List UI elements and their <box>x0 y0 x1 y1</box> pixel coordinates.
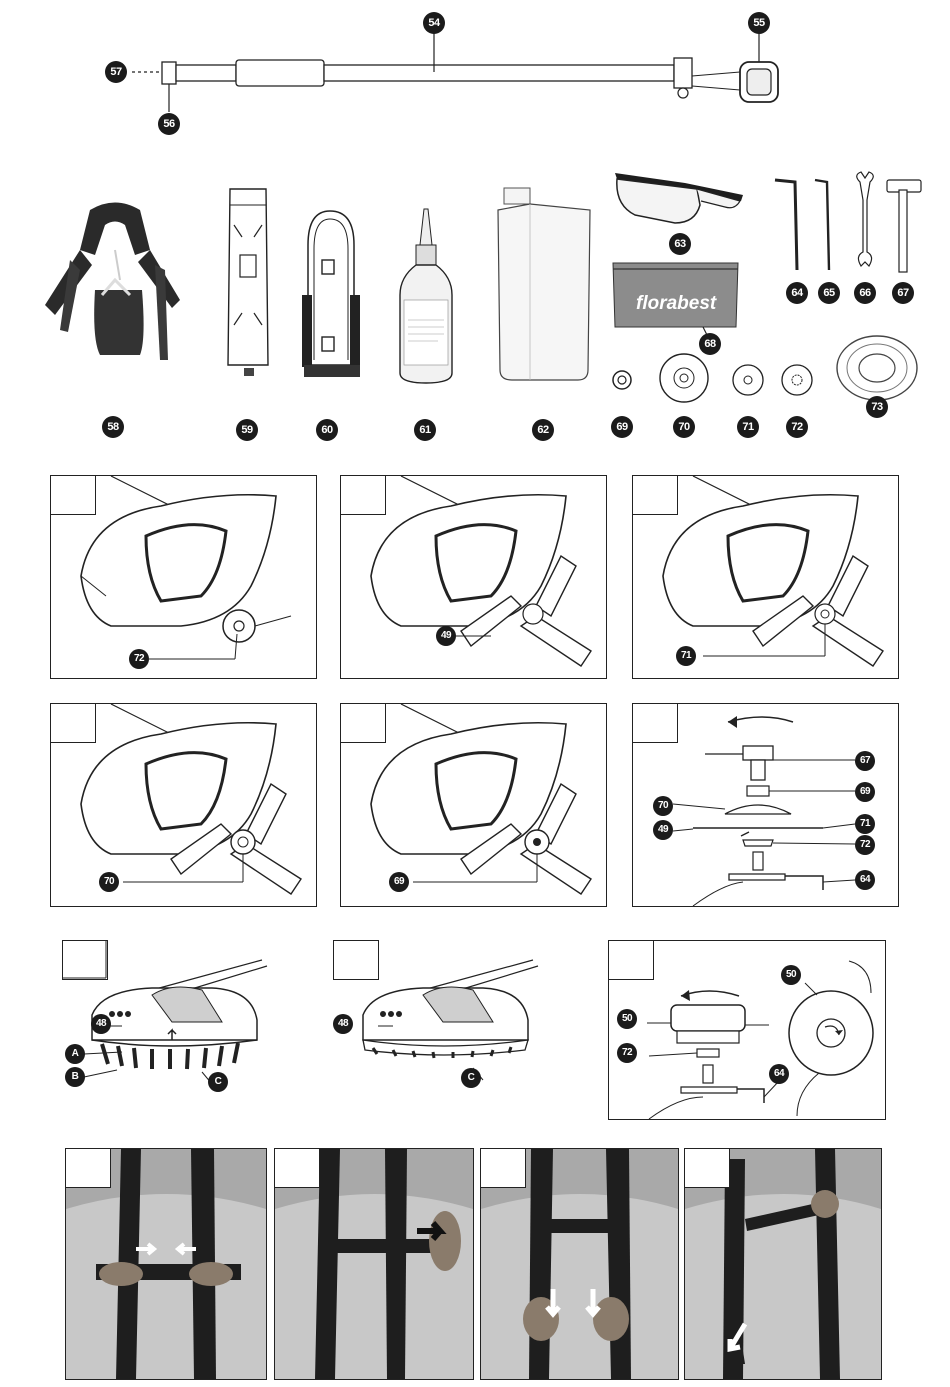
safety-glasses-item: 63 <box>605 165 750 255</box>
marker-54: 54 <box>423 12 445 34</box>
marker-50: 50 <box>617 1009 637 1029</box>
harness-photo-1 <box>65 1148 267 1380</box>
marker-70: 70 <box>99 872 119 892</box>
marker-48: 48 <box>333 1014 353 1034</box>
panel-corner <box>685 1149 730 1188</box>
fuel-container-drawing <box>490 180 600 450</box>
guard-extension-drawing <box>222 185 282 450</box>
shaft-assembly: 54 55 57 56 <box>100 10 800 140</box>
marker-57: 57 <box>105 61 127 83</box>
panel-spool-48-abc: 48 A B C <box>62 940 332 1100</box>
harness-item: 58 <box>30 190 200 450</box>
oil-bottle-item: florabest 61 <box>392 205 462 450</box>
guard-drawing-71 <box>633 476 898 678</box>
harness-photo-4 <box>684 1148 882 1380</box>
panel-spool-50: 50 50 72 64 <box>608 940 886 1120</box>
marker-69: 69 <box>855 782 875 802</box>
panel-corner <box>481 1149 526 1188</box>
blade-cover-item: 60 <box>298 205 368 450</box>
marker-61: 61 <box>414 419 436 441</box>
marker-69: 69 <box>389 872 409 892</box>
panel-guard-69: 69 <box>340 703 607 907</box>
marker-60: 60 <box>316 419 338 441</box>
marker-59: 59 <box>236 419 258 441</box>
marker-71: 71 <box>676 646 696 666</box>
marker-67: 67 <box>892 282 914 304</box>
marker-64: 64 <box>855 870 875 890</box>
spool-assembly-drawing <box>609 941 885 1119</box>
tools-group: 64 65 66 67 <box>765 170 925 310</box>
marker-64: 64 <box>786 282 808 304</box>
marker-71: 71 <box>855 814 875 834</box>
marker-letter-b: B <box>65 1067 85 1087</box>
marker-70: 70 <box>653 796 673 816</box>
marker-50: 50 <box>781 965 801 985</box>
blade-cover-drawing <box>298 205 368 450</box>
marker-64: 64 <box>769 1064 789 1084</box>
marker-49: 49 <box>436 626 456 646</box>
marker-65: 65 <box>818 282 840 304</box>
panel-corner <box>66 1149 111 1188</box>
panel-guard-70: 70 <box>50 703 317 907</box>
guard-drawing-49 <box>341 476 606 678</box>
marker-70: 70 <box>673 416 695 438</box>
panel-exploded-blade: 67 69 70 49 71 72 64 <box>632 703 899 907</box>
shaft-drawing <box>100 10 800 140</box>
guard-drawing-72 <box>51 476 316 678</box>
pouch-brand-logo: florabest <box>636 293 716 315</box>
guard-drawing-69 <box>341 704 606 906</box>
panel-guard-72: 72 <box>50 475 317 679</box>
marker-66: 66 <box>854 282 876 304</box>
rotation-arrow-icon <box>728 717 793 722</box>
marker-55: 55 <box>748 12 770 34</box>
guard-drawing-70 <box>51 704 316 906</box>
marker-72: 72 <box>786 416 808 438</box>
marker-48: 48 <box>91 1014 111 1034</box>
marker-56: 56 <box>158 113 180 135</box>
panel-spool-48-c: 48 C <box>333 940 603 1100</box>
panel-guard-71: 71 <box>632 475 899 679</box>
guard-extension-item: 59 <box>222 185 282 450</box>
marker-69: 69 <box>611 416 633 438</box>
washers-drawing <box>600 350 820 450</box>
rotation-arrow-icon <box>681 991 739 996</box>
marker-62: 62 <box>532 419 554 441</box>
marker-letter-a: A <box>65 1044 85 1064</box>
marker-58: 58 <box>102 416 124 438</box>
marker-49: 49 <box>653 820 673 840</box>
oil-bottle-drawing <box>392 205 462 450</box>
marker-letter-c: C <box>461 1068 481 1088</box>
tool-pouch-item: florabest 68 <box>608 255 743 355</box>
marker-73: 73 <box>866 396 888 418</box>
harness-photo-3 <box>480 1148 679 1380</box>
marker-letter-c: C <box>208 1072 228 1092</box>
trimmer-line-drawing <box>825 328 930 450</box>
marker-72: 72 <box>855 835 875 855</box>
panel-guard-49: 49 <box>340 475 607 679</box>
trimmer-line-item: 73 <box>825 328 930 450</box>
harness-photo-2 <box>274 1148 474 1380</box>
marker-71: 71 <box>737 416 759 438</box>
fuel-container-item: 62 <box>490 180 600 450</box>
panel-corner <box>275 1149 320 1188</box>
washers-group: 69 70 71 72 <box>600 350 820 450</box>
marker-72: 72 <box>617 1043 637 1063</box>
harness-drawing <box>30 190 200 450</box>
marker-63: 63 <box>669 233 691 255</box>
marker-72: 72 <box>129 649 149 669</box>
marker-67: 67 <box>855 751 875 771</box>
